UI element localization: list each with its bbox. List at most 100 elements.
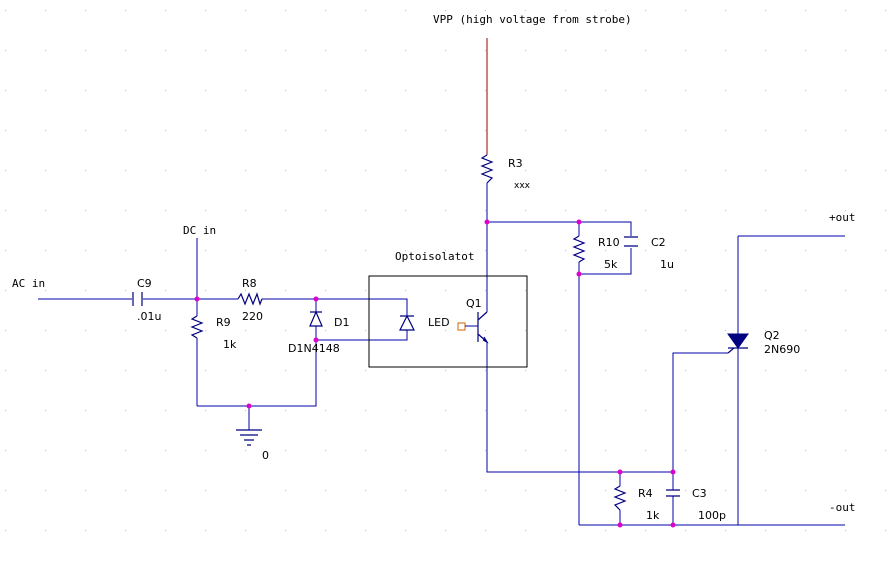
grid-dot xyxy=(645,210,646,211)
grid-dot xyxy=(445,170,446,171)
vpp-label: VPP (high voltage from strobe) xyxy=(433,13,632,26)
grid-dot xyxy=(165,530,166,531)
grid-dot xyxy=(285,130,286,131)
grid-dot xyxy=(325,330,326,331)
grid-dot xyxy=(245,330,246,331)
resistor-r3 xyxy=(480,154,494,184)
grid-dot xyxy=(565,10,566,11)
grid-dot xyxy=(365,450,366,451)
dc-in-label: DC in xyxy=(183,224,216,237)
grid-dot xyxy=(245,370,246,371)
grid-dot xyxy=(245,530,246,531)
grid-dot xyxy=(645,50,646,51)
grid-dot xyxy=(845,490,846,491)
grid-dot xyxy=(645,490,646,491)
grid-dot xyxy=(125,130,126,131)
grid-dot xyxy=(205,290,206,291)
grid-dot xyxy=(165,290,166,291)
grid-dot xyxy=(85,90,86,91)
grid-dot xyxy=(365,290,366,291)
grid-dot xyxy=(885,450,886,451)
grid-dot xyxy=(205,490,206,491)
grid-dot xyxy=(165,370,166,371)
grid-dot xyxy=(85,410,86,411)
capacitor-c2 xyxy=(624,236,638,247)
grid-dot xyxy=(405,490,406,491)
grid-dot xyxy=(125,250,126,251)
grid-dot xyxy=(805,370,806,371)
grid-dot xyxy=(765,10,766,11)
scr-q2 xyxy=(727,333,749,354)
led-label: LED xyxy=(428,316,450,329)
grid-dot xyxy=(485,330,486,331)
grid-dot xyxy=(325,410,326,411)
grid-dot xyxy=(605,130,606,131)
grid-dot xyxy=(285,370,286,371)
grid-dot xyxy=(565,130,566,131)
grid-dot xyxy=(205,370,206,371)
grid-dot xyxy=(525,130,526,131)
grid-dot xyxy=(5,330,6,331)
grid-dot xyxy=(565,290,566,291)
q1-ref: Q1 xyxy=(466,297,482,310)
grid-dot xyxy=(645,530,646,531)
r8-value: 220 xyxy=(242,310,263,323)
grid-dot xyxy=(405,290,406,291)
grid-dot xyxy=(285,10,286,11)
grid-dot xyxy=(685,410,686,411)
grid-dot xyxy=(805,330,806,331)
grid-dot xyxy=(845,330,846,331)
grid-dot xyxy=(525,50,526,51)
grid-dot xyxy=(125,90,126,91)
grid-dot xyxy=(5,370,6,371)
grid-dot xyxy=(725,490,726,491)
grid-dot xyxy=(885,210,886,211)
grid-dot xyxy=(45,10,46,11)
grid-dot xyxy=(45,410,46,411)
grid-dot xyxy=(5,10,6,11)
grid-dot xyxy=(525,170,526,171)
grid-dot xyxy=(125,50,126,51)
grid-dot xyxy=(5,290,6,291)
transistor-q1 xyxy=(477,311,489,344)
grid-dot xyxy=(405,130,406,131)
grid-dot xyxy=(605,290,606,291)
grid-dot xyxy=(485,130,486,131)
grid-dot xyxy=(85,170,86,171)
grid-dot xyxy=(765,290,766,291)
grid-dot xyxy=(245,250,246,251)
grid-dot xyxy=(165,50,166,51)
grid-dot xyxy=(365,490,366,491)
grid-dot xyxy=(805,130,806,131)
grid-dot xyxy=(125,290,126,291)
grid-dot xyxy=(85,250,86,251)
c2-ref: C2 xyxy=(651,236,666,249)
grid-dot xyxy=(605,410,606,411)
grid-dot xyxy=(765,450,766,451)
grid-dot xyxy=(485,10,486,11)
grid-dot xyxy=(725,210,726,211)
grid-dot xyxy=(805,410,806,411)
grid-dot xyxy=(605,530,606,531)
wires xyxy=(38,38,845,526)
grid-dot xyxy=(285,210,286,211)
grid-dot xyxy=(725,250,726,251)
grid-dot xyxy=(645,250,646,251)
grid-dot xyxy=(445,250,446,251)
grid-dot xyxy=(285,50,286,51)
grid-dot xyxy=(325,170,326,171)
grid-dot xyxy=(325,370,326,371)
grid-dot xyxy=(45,170,46,171)
grid-dot xyxy=(525,370,526,371)
grid-dot xyxy=(645,90,646,91)
grid-dot xyxy=(845,90,846,91)
grid-dot xyxy=(5,250,6,251)
grid-dot xyxy=(485,410,486,411)
grid-dot xyxy=(45,330,46,331)
grid-dot xyxy=(325,50,326,51)
r10-ref: R10 xyxy=(598,236,620,249)
grid-dot xyxy=(805,50,806,51)
grid-dot xyxy=(165,10,166,11)
grid-dot xyxy=(885,370,886,371)
grid-dot xyxy=(685,50,686,51)
